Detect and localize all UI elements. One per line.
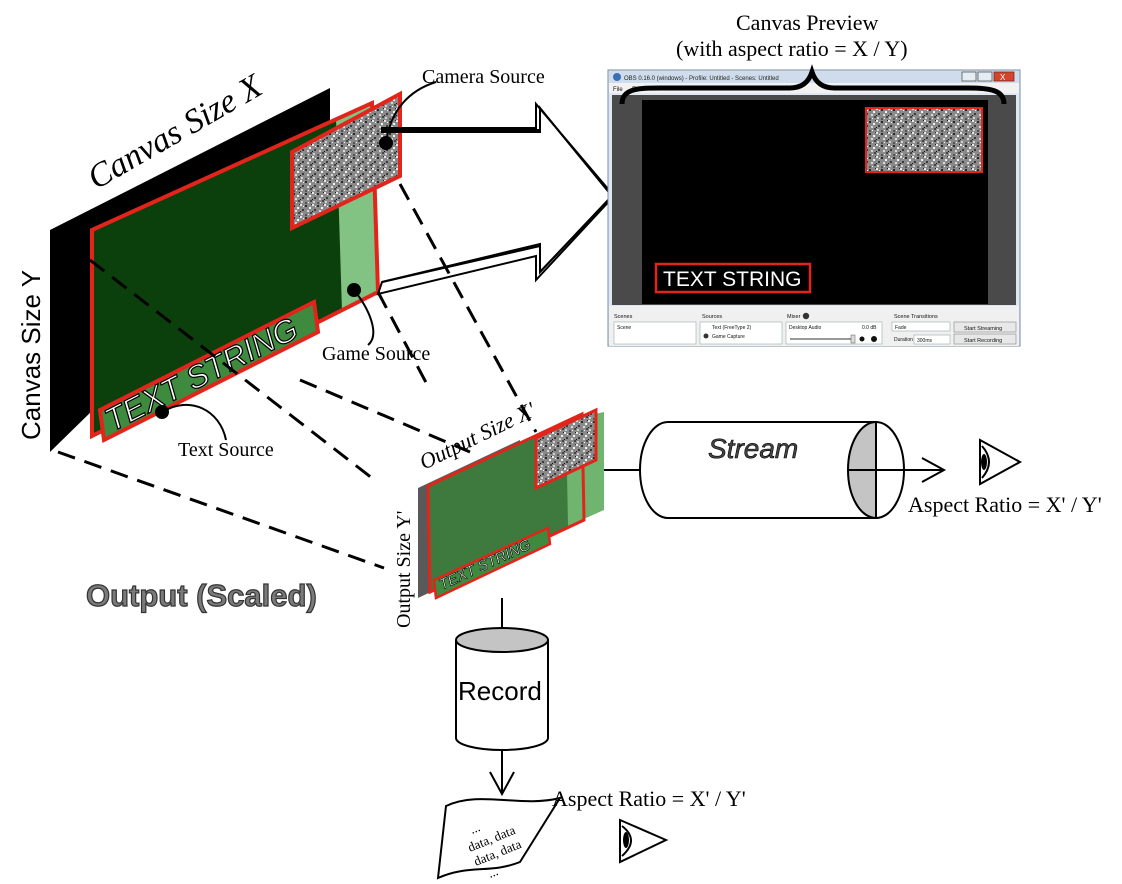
menu-item-file[interactable]: File xyxy=(613,87,623,93)
duration-input[interactable] xyxy=(913,334,951,345)
obs-window: OBS 0.16.0 (windows) - Profile: Untitled… xyxy=(607,69,1021,347)
transition-select[interactable] xyxy=(891,321,951,332)
game-leader xyxy=(353,289,375,346)
output-text-strip xyxy=(432,526,552,600)
mixer-level: 0.0 dB xyxy=(862,325,877,331)
text-source-layer xyxy=(97,298,321,444)
game-source-label: Game Source xyxy=(322,343,430,365)
output-red-frame xyxy=(426,411,586,595)
record-aspect-ratio: Aspect Ratio = X' / Y' xyxy=(552,786,746,811)
text-source-label: Text Source xyxy=(178,439,274,461)
duration-label: Duration xyxy=(894,337,913,343)
preview-brace xyxy=(619,64,1007,105)
track-gear-icon[interactable] xyxy=(871,336,877,342)
record-eye-icon xyxy=(619,818,669,864)
output-scaled-label: Output (Scaled) xyxy=(86,578,317,613)
stream-aspect-ratio: Aspect Ratio = X' / Y' xyxy=(908,492,1102,517)
record-label: Record xyxy=(458,676,542,706)
transitions-label: Scene Transitions xyxy=(894,314,938,320)
stream-arrowhead xyxy=(921,457,947,483)
scenes-list[interactable] xyxy=(613,321,697,345)
mixer-label: Mixer xyxy=(787,314,801,320)
source-item-game[interactable]: Game Capture xyxy=(712,334,745,340)
camera-source-layer xyxy=(290,90,402,232)
stream-eye-icon xyxy=(979,438,1023,486)
transition-value: Fade xyxy=(895,325,907,331)
camera-source-label: Camera Source xyxy=(422,66,545,88)
source-item-text[interactable]: Text (FreeType 2) xyxy=(712,325,752,331)
duration-value: 300ms xyxy=(917,338,933,344)
output-size-y-label: Output Size Y' xyxy=(393,511,415,628)
record-file-icon xyxy=(436,796,563,880)
speaker-icon[interactable] xyxy=(859,336,865,342)
output-camera xyxy=(534,407,598,491)
scenes-label: Scenes xyxy=(614,314,633,320)
stream-label: Stream xyxy=(708,433,798,464)
text-leader xyxy=(161,403,227,441)
close-button[interactable] xyxy=(993,71,1015,82)
record-arrowhead xyxy=(489,771,515,797)
mixer-track: Desktop Audio xyxy=(789,325,821,331)
projection-lines xyxy=(57,183,538,570)
obs-app-icon xyxy=(613,73,621,81)
canvas-preview-title: Canvas Preview xyxy=(736,10,878,35)
volume-slider-handle[interactable] xyxy=(850,334,856,344)
minimize-button[interactable] xyxy=(961,71,977,82)
eye-icon[interactable] xyxy=(703,333,709,339)
canvas-size-y-label: Canvas Size Y xyxy=(16,270,46,440)
canvas-preview-subtitle: (with aspect ratio = X / Y) xyxy=(676,36,908,61)
start-streaming-label: Start Streaming xyxy=(964,326,1002,332)
obs-window-title: OBS 0.16.0 (windows) - Profile: Untitled… xyxy=(624,76,779,82)
start-recording-label: Start Recording xyxy=(964,338,1002,344)
mixer-gear-icon[interactable] xyxy=(802,312,810,320)
camera-leader xyxy=(385,81,437,144)
maximize-button[interactable] xyxy=(977,71,993,82)
preview-arrow xyxy=(376,101,616,296)
scene-item[interactable]: Scene xyxy=(617,325,631,331)
sources-label: Sources xyxy=(702,314,722,320)
close-icon: X xyxy=(1000,73,1006,82)
sources-list[interactable] xyxy=(699,321,783,345)
obs-preview-camera xyxy=(865,107,983,173)
start-streaming-button[interactable] xyxy=(953,321,1017,333)
preview-arrow-lines xyxy=(381,105,614,283)
obs-preview-text: TEXT STRING xyxy=(663,268,801,291)
start-recording-button[interactable] xyxy=(953,333,1017,345)
stream-cylinder xyxy=(639,420,905,520)
obs-preview-text-box xyxy=(654,262,812,294)
